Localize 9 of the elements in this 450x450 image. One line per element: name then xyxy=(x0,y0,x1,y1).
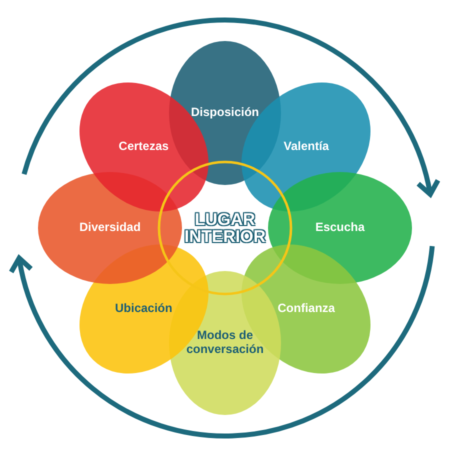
petal-label: Ubicación xyxy=(114,302,174,316)
petal-label: Valentía xyxy=(282,140,330,154)
petal-label: Diversidad xyxy=(78,221,142,235)
center-title: LUGAR INTERIOR xyxy=(183,211,268,245)
petal-label: Certezas xyxy=(118,140,170,154)
petal-label: Escucha xyxy=(314,221,366,235)
petal-label: Confianza xyxy=(276,302,336,316)
petal-label: Disposición xyxy=(190,106,260,120)
petal-label: Modos de conversación xyxy=(185,329,265,357)
